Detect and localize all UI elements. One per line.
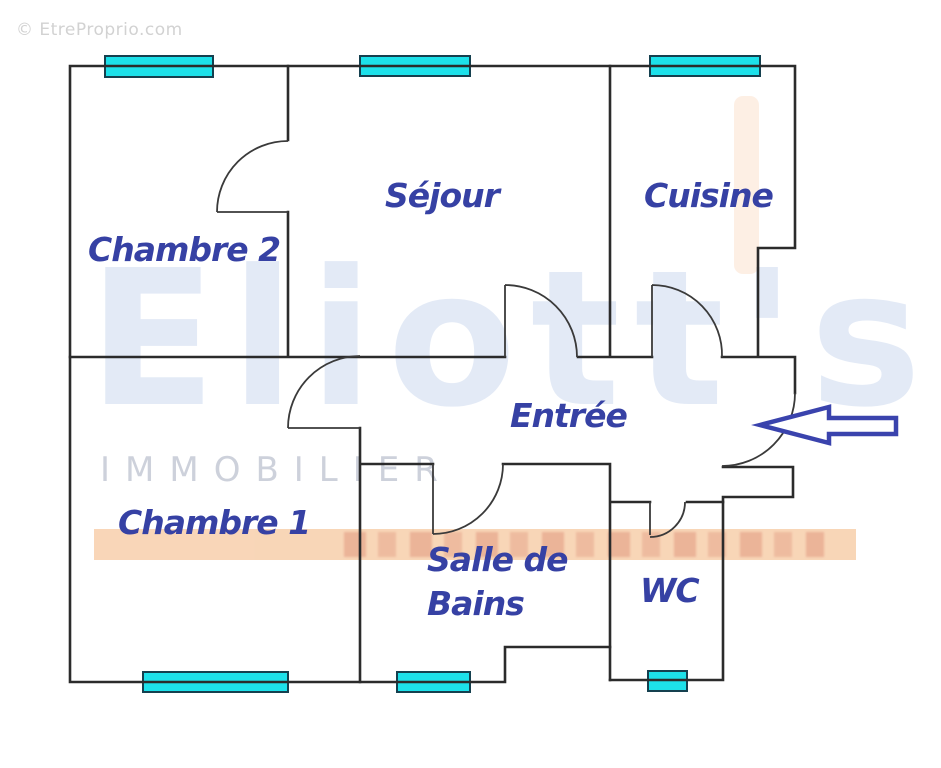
inner-walls xyxy=(68,64,725,684)
room-label-wc: WC xyxy=(640,571,700,610)
room-label-chambre-1: Chambre 1 xyxy=(118,503,311,542)
brand-bar-text-blur xyxy=(344,532,824,557)
site-credit-watermark: © EtreProprio.com xyxy=(16,20,183,40)
door-cuisine xyxy=(651,284,723,358)
door-chambre2 xyxy=(216,140,289,213)
doors xyxy=(216,140,796,538)
door-entrance xyxy=(721,392,796,467)
brand-bar-watermark xyxy=(94,529,856,560)
walls xyxy=(68,64,797,684)
brand-apostrophe-watermark xyxy=(734,96,759,274)
door-salle-de-bains xyxy=(432,463,504,535)
room-label-chambre-2: Chambre 2 xyxy=(88,230,281,269)
door-wc xyxy=(649,501,686,538)
room-label-salle-de-bains: Salle de Bains xyxy=(427,540,569,623)
outer-walls xyxy=(68,64,797,684)
room-label-sejour: Séjour xyxy=(385,176,500,215)
brand-sub-watermark: IMMOBILIER xyxy=(100,450,453,490)
door-chambre1 xyxy=(287,355,361,429)
room-label-entree: Entrée xyxy=(510,396,628,435)
door-sejour xyxy=(504,284,578,358)
entrance-arrow-icon xyxy=(751,404,899,446)
room-label-cuisine: Cuisine xyxy=(644,176,774,215)
